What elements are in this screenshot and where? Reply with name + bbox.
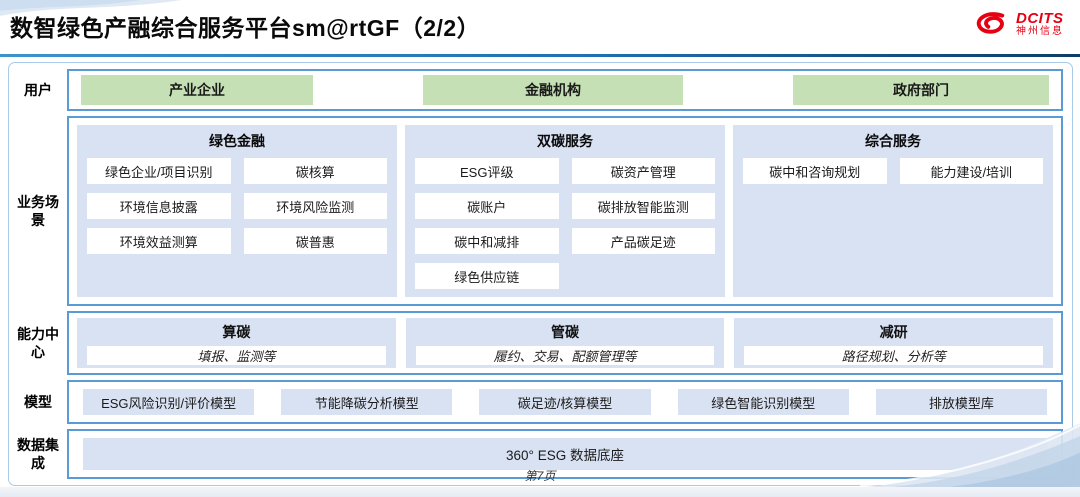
scene-item: 绿色企业/项目识别 (87, 158, 231, 185)
panel-grid: 绿色企业/项目识别 碳核算 环境信息披露 环境风险监测 环境效益测算 碳普惠 (87, 158, 387, 255)
models-container: ESG风险识别/评价模型 节能降碳分析模型 碳足迹/核算模型 绿色智能识别模型 … (67, 380, 1063, 425)
logo-text: DCITS 神州信息 (1016, 11, 1064, 37)
capability-desc: 履约、交易、配额管理等 (415, 346, 715, 366)
panel-comprehensive-services: 综合服务 碳中和咨询规划 能力建设/培训 (733, 125, 1053, 298)
capabilities-container: 算碳 填报、监测等 管碳 履约、交易、配额管理等 减研 路径规划、分析等 (67, 311, 1063, 376)
user-box-government: 政府部门 (793, 75, 1049, 106)
capability-desc: 填报、监测等 (87, 346, 386, 366)
model-box: ESG风险识别/评价模型 (83, 389, 255, 416)
user-box-finance: 金融机构 (423, 75, 683, 106)
panel-title: 双碳服务 (537, 133, 593, 150)
capability-title: 减研 (879, 324, 908, 341)
panel-title: 绿色金融 (209, 133, 265, 150)
architecture-board: 用户 产业企业 金融机构 政府部门 业务场景 绿色金融 绿色企业/项目识别 碳核… (8, 62, 1073, 486)
row-label-data-integration: 数据集成 (17, 437, 59, 472)
panel-title: 综合服务 (865, 133, 921, 150)
scene-item: 碳资产管理 (571, 158, 715, 185)
scene-item: 碳中和减排 (415, 228, 559, 255)
model-box: 节能降碳分析模型 (281, 389, 453, 416)
row-business-scenes: 业务场景 绿色金融 绿色企业/项目识别 碳核算 环境信息披露 环境风险监测 环境… (9, 116, 1063, 307)
scene-item: 碳账户 (415, 193, 559, 220)
scene-item: 环境风险监测 (243, 193, 387, 220)
row-models: 模型 ESG风险识别/评价模型 节能降碳分析模型 碳足迹/核算模型 绿色智能识别… (9, 380, 1063, 425)
panel-grid: 碳中和咨询规划 能力建设/培训 (743, 158, 1043, 185)
scene-item: 产品碳足迹 (571, 228, 715, 255)
capability-desc: 路径规划、分析等 (744, 346, 1044, 366)
logo-company: 神州信息 (1016, 25, 1064, 37)
panel-green-finance: 绿色金融 绿色企业/项目识别 碳核算 环境信息披露 环境风险监测 环境效益测算 … (77, 125, 397, 298)
row-label-capability-centers: 能力中心 (17, 326, 59, 361)
capability-reduction-research: 减研 路径规划、分析等 (734, 318, 1054, 369)
row-label-business-scenes: 业务场景 (17, 194, 59, 229)
capability-title: 算碳 (222, 324, 251, 341)
scene-item: 环境信息披露 (87, 193, 231, 220)
scene-item: 碳普惠 (243, 228, 387, 255)
logo-brand: DCITS (1016, 9, 1064, 27)
dcits-logo-icon (976, 12, 1005, 34)
model-box: 绿色智能识别模型 (677, 389, 849, 416)
row-users: 用户 产业企业 金融机构 政府部门 (9, 69, 1063, 112)
capability-carbon-management: 管碳 履约、交易、配额管理等 (405, 318, 725, 369)
users-container: 产业企业 金融机构 政府部门 (67, 69, 1063, 112)
scenes-container: 绿色金融 绿色企业/项目识别 碳核算 环境信息披露 环境风险监测 环境效益测算 … (67, 116, 1063, 307)
scene-item: 碳排放智能监测 (571, 193, 715, 220)
panel-grid: ESG评级 碳资产管理 碳账户 碳排放智能监测 碳中和减排 产品碳足迹 绿色供应… (415, 158, 715, 290)
title-underline (0, 54, 1080, 57)
scene-item: 碳核算 (243, 158, 387, 185)
capability-carbon-accounting: 算碳 填报、监测等 (77, 318, 396, 369)
model-box: 碳足迹/核算模型 (479, 389, 651, 416)
scene-item: 环境效益测算 (87, 228, 231, 255)
scene-item: ESG评级 (415, 158, 559, 185)
row-data-integration: 数据集成 360° ESG 数据底座 (9, 429, 1063, 479)
data-container: 360° ESG 数据底座 (67, 429, 1063, 479)
user-box-industry: 产业企业 (81, 75, 313, 106)
scene-item: 碳中和咨询规划 (743, 158, 887, 185)
bottom-bar (0, 487, 1080, 497)
page-title: 数智绿色产融综合服务平台sm@rtGF（2/2） (10, 15, 481, 41)
panel-dual-carbon: 双碳服务 ESG评级 碳资产管理 碳账户 碳排放智能监测 碳中和减排 产品碳足迹… (405, 125, 725, 298)
page-number: 第7页 (524, 469, 556, 483)
model-box: 排放模型库 (875, 389, 1048, 416)
row-label-users: 用户 (24, 82, 52, 99)
row-capability-centers: 能力中心 算碳 填报、监测等 管碳 履约、交易、配额管理等 减研 路径规划、分析… (9, 311, 1063, 376)
scene-item: 绿色供应链 (415, 263, 559, 290)
scene-item: 能力建设/培训 (899, 158, 1043, 185)
logo: DCITS 神州信息 (973, 10, 1064, 38)
esg-data-base: 360° ESG 数据底座 (83, 438, 1047, 470)
row-label-models: 模型 (24, 394, 52, 411)
capability-title: 管碳 (551, 324, 579, 341)
